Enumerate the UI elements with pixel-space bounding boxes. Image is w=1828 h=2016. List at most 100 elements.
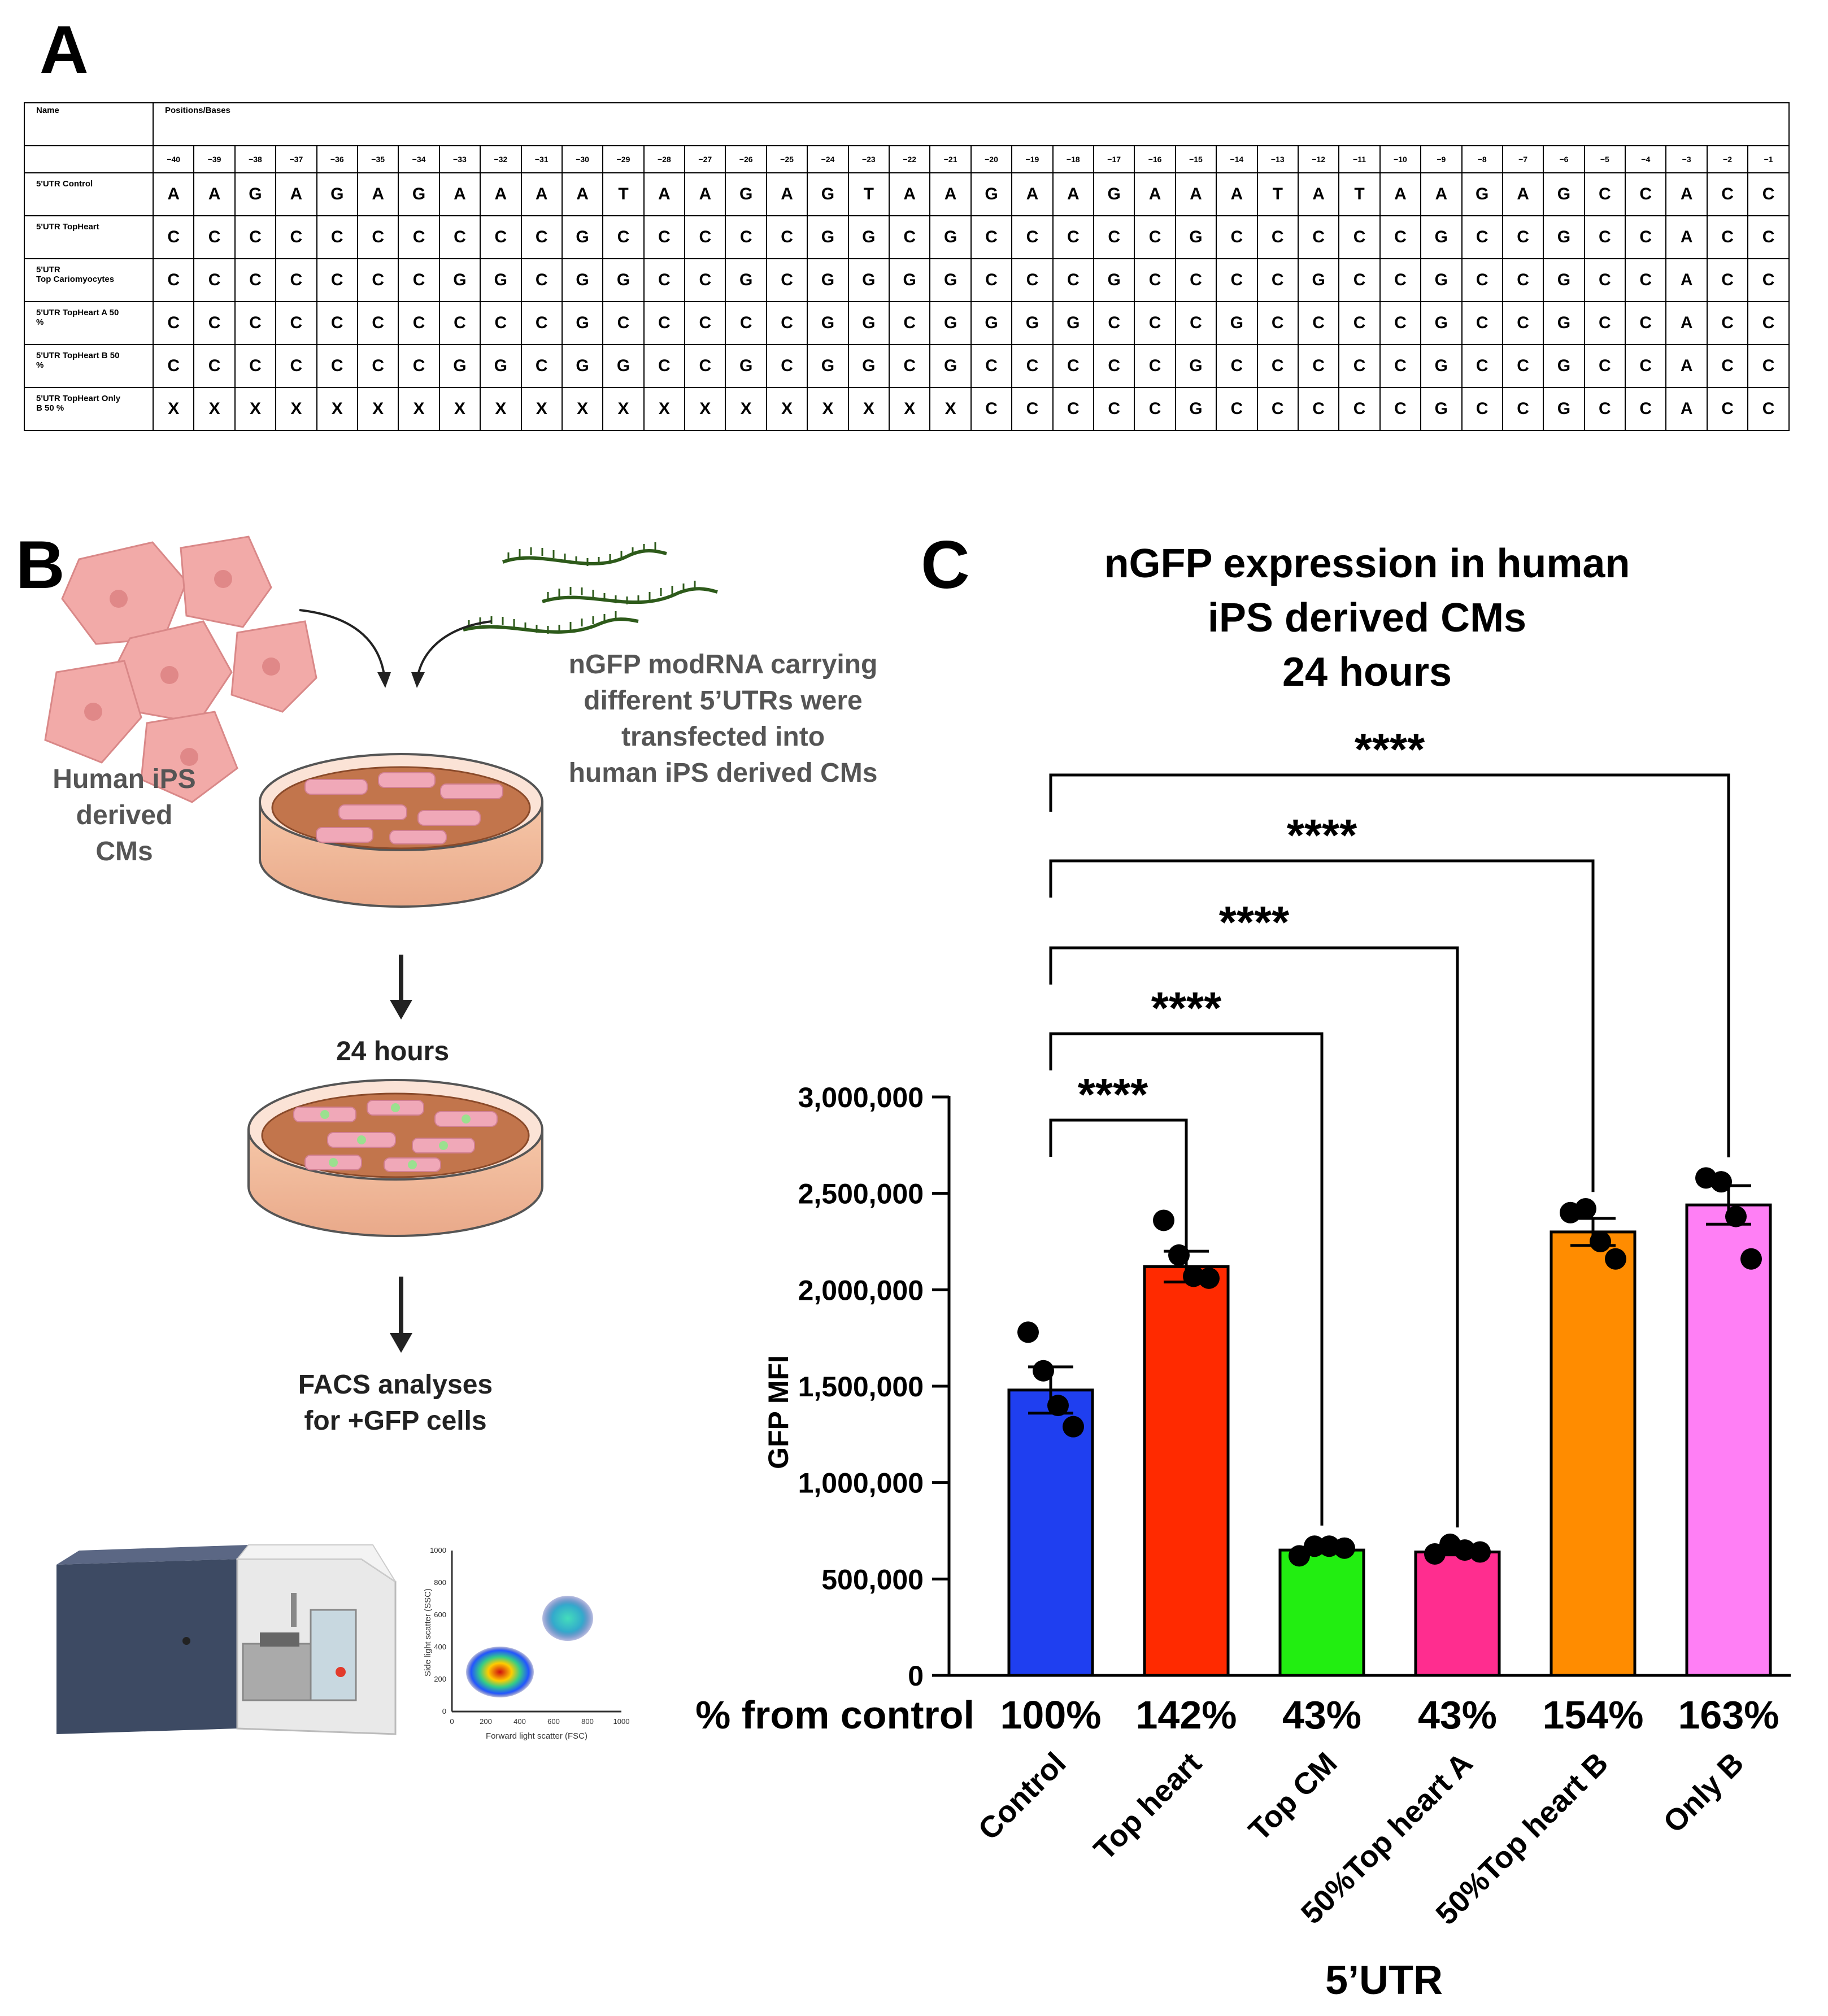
base-cell: A (929, 172, 972, 216)
base-cell: C (1706, 215, 1749, 259)
position-cell: −9 (1420, 145, 1463, 173)
position-cell: −17 (1093, 145, 1135, 173)
base-cell: C (1011, 258, 1054, 302)
scatter-y-tick: 0 (442, 1707, 446, 1715)
row-name: 5'UTR TopHeart A 50 % (24, 301, 154, 345)
category-label: Only B (1657, 1746, 1750, 1839)
data-point (1047, 1395, 1069, 1417)
base-cell: C (1093, 301, 1135, 345)
data-point (1725, 1205, 1747, 1227)
base-cell: C (684, 301, 726, 345)
base-cell: X (356, 387, 399, 431)
percent-row-label: % from control (695, 1693, 974, 1737)
positions-row: −40−39−38−37−36−35−34−33−32−31−30−29−28−… (24, 145, 1790, 173)
base-cell: G (807, 172, 849, 216)
base-cell: C (1256, 387, 1299, 431)
base-cell: C (1216, 258, 1258, 302)
base-cell: C (356, 301, 399, 345)
row-name: 5'UTR TopHeart (24, 215, 154, 259)
base-cell: A (1665, 215, 1708, 259)
data-point (1289, 1545, 1310, 1567)
base-cell: G (807, 301, 849, 345)
positions-row-blank (24, 145, 154, 173)
workflow-illustration: 0 200 400 600 800 1000 0 200 400 600 800… (44, 535, 718, 1741)
position-cell: −18 (1052, 145, 1094, 173)
base-cell: G (1543, 172, 1585, 216)
base-cell: C (275, 258, 317, 302)
base-cell: G (1543, 387, 1585, 431)
base-cell: C (1706, 258, 1749, 302)
position-cell: −25 (765, 145, 808, 173)
base-cell: C (1461, 258, 1503, 302)
base-cell: C (1052, 344, 1094, 388)
data-point (1711, 1171, 1732, 1193)
position-cell: −27 (684, 145, 726, 173)
base-cell: A (1379, 172, 1422, 216)
category-label: Control (972, 1746, 1072, 1847)
base-cell: C (1216, 215, 1258, 259)
panel-label-b: B (16, 527, 65, 603)
panel-label-c: C (921, 527, 970, 603)
position-cell: −30 (561, 145, 604, 173)
transfection-arrows (299, 609, 492, 676)
scatter-y-tick: 600 (434, 1610, 446, 1619)
base-cell: G (1174, 215, 1217, 259)
bar (1143, 1265, 1230, 1677)
base-cell: C (1134, 344, 1176, 388)
base-cell: C (1297, 301, 1340, 345)
base-cell: C (275, 344, 317, 388)
scatter-y-tick: 1000 (430, 1546, 446, 1555)
position-cell: −31 (520, 145, 563, 173)
base-cell: C (234, 301, 277, 345)
position-cell: −22 (889, 145, 931, 173)
data-point (1168, 1244, 1190, 1266)
data-point (1424, 1543, 1446, 1565)
base-cell: C (1134, 215, 1176, 259)
scatter-x-label: Forward light scatter (FSC) (486, 1731, 587, 1741)
position-cell: −15 (1174, 145, 1217, 173)
base-cell: C (1706, 301, 1749, 345)
base-cell: C (1379, 344, 1422, 388)
base-cell: C (1093, 215, 1135, 259)
base-cell: C (1583, 387, 1626, 431)
facs-scatter-plot: 0 200 400 600 800 1000 0 200 400 600 800… (423, 1546, 629, 1741)
base-cell: X (807, 387, 849, 431)
y-axis-label: GFP MFI (763, 1355, 794, 1469)
base-cell: C (398, 258, 440, 302)
base-cell: A (1174, 172, 1217, 216)
position-cell: −33 (438, 145, 481, 173)
data-point (1063, 1416, 1084, 1438)
significance-stars: **** (1287, 810, 1357, 860)
base-cell: C (684, 344, 726, 388)
base-cell: C (356, 344, 399, 388)
base-cell: G (847, 301, 890, 345)
base-cell: C (152, 258, 195, 302)
position-cell: −10 (1379, 145, 1422, 173)
chart-title: nGFP expression in human iPS derived CMs… (1104, 541, 1630, 695)
base-cell: C (765, 258, 808, 302)
base-cell: C (1338, 301, 1381, 345)
base-cell: C (1501, 344, 1544, 388)
data-point (1605, 1248, 1626, 1270)
bar (1007, 1388, 1094, 1677)
modrna-strands-icon (463, 549, 718, 634)
base-cell: X (438, 387, 481, 431)
position-cell: −37 (275, 145, 317, 173)
base-cell: C (316, 258, 358, 302)
base-cell: C (1706, 344, 1749, 388)
base-cell: C (1501, 387, 1544, 431)
position-cell: −40 (152, 145, 195, 173)
base-cell: C (1093, 344, 1135, 388)
percent-label: 43% (1418, 1693, 1497, 1737)
row-name: 5'UTR TopHeart B 50 % (24, 344, 154, 388)
row-name: 5'UTR Control (24, 172, 154, 216)
base-cell: A (520, 172, 563, 216)
base-cell: C (1379, 258, 1422, 302)
base-cell: C (889, 344, 931, 388)
data-point (1740, 1248, 1762, 1270)
significance-bracket (1049, 946, 1459, 1528)
base-cell: X (193, 387, 236, 431)
base-cell: X (929, 387, 972, 431)
base-cell: C (1052, 387, 1094, 431)
